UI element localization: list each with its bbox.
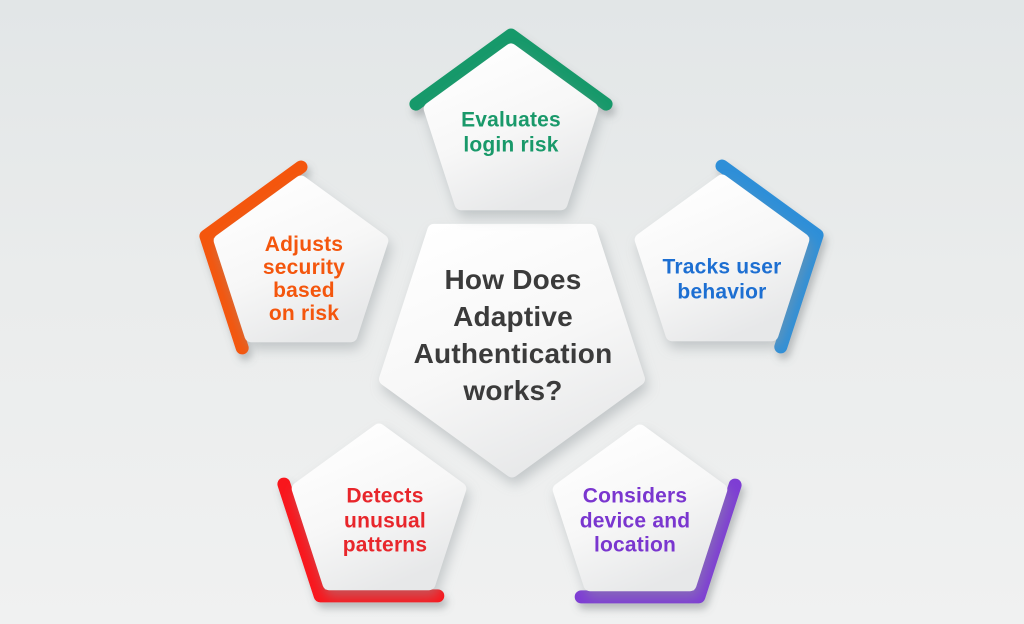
card-right [634,159,824,354]
card-left-body [213,175,389,343]
card-left-label: Adjusts security based on risk [262,233,346,325]
card-top-body [423,43,599,211]
center-title: How Does Adaptive Authentication works? [413,264,613,406]
card-left-accent [199,160,308,355]
card-top-accent [409,28,613,111]
card-right-body [634,174,810,342]
card-right-accent [715,159,824,354]
card-bottom-left-body [291,423,467,591]
card-bottom-left-label: Detects unusual patterns [342,484,428,557]
card-bottom-right-accent [574,478,742,604]
card-top [409,28,613,211]
card-right-label: Tracks user behavior [662,255,782,304]
card-bottom-left-accent [277,477,445,603]
card-bottom-right [552,424,742,604]
card-top-label: Evaluates login risk [461,108,561,157]
card-left [199,160,389,355]
card-bottom-left [277,423,467,603]
card-bottom-right-label: Considers device and location [579,484,691,557]
card-bottom-right-body [552,424,728,592]
center-pentagon [379,223,645,478]
